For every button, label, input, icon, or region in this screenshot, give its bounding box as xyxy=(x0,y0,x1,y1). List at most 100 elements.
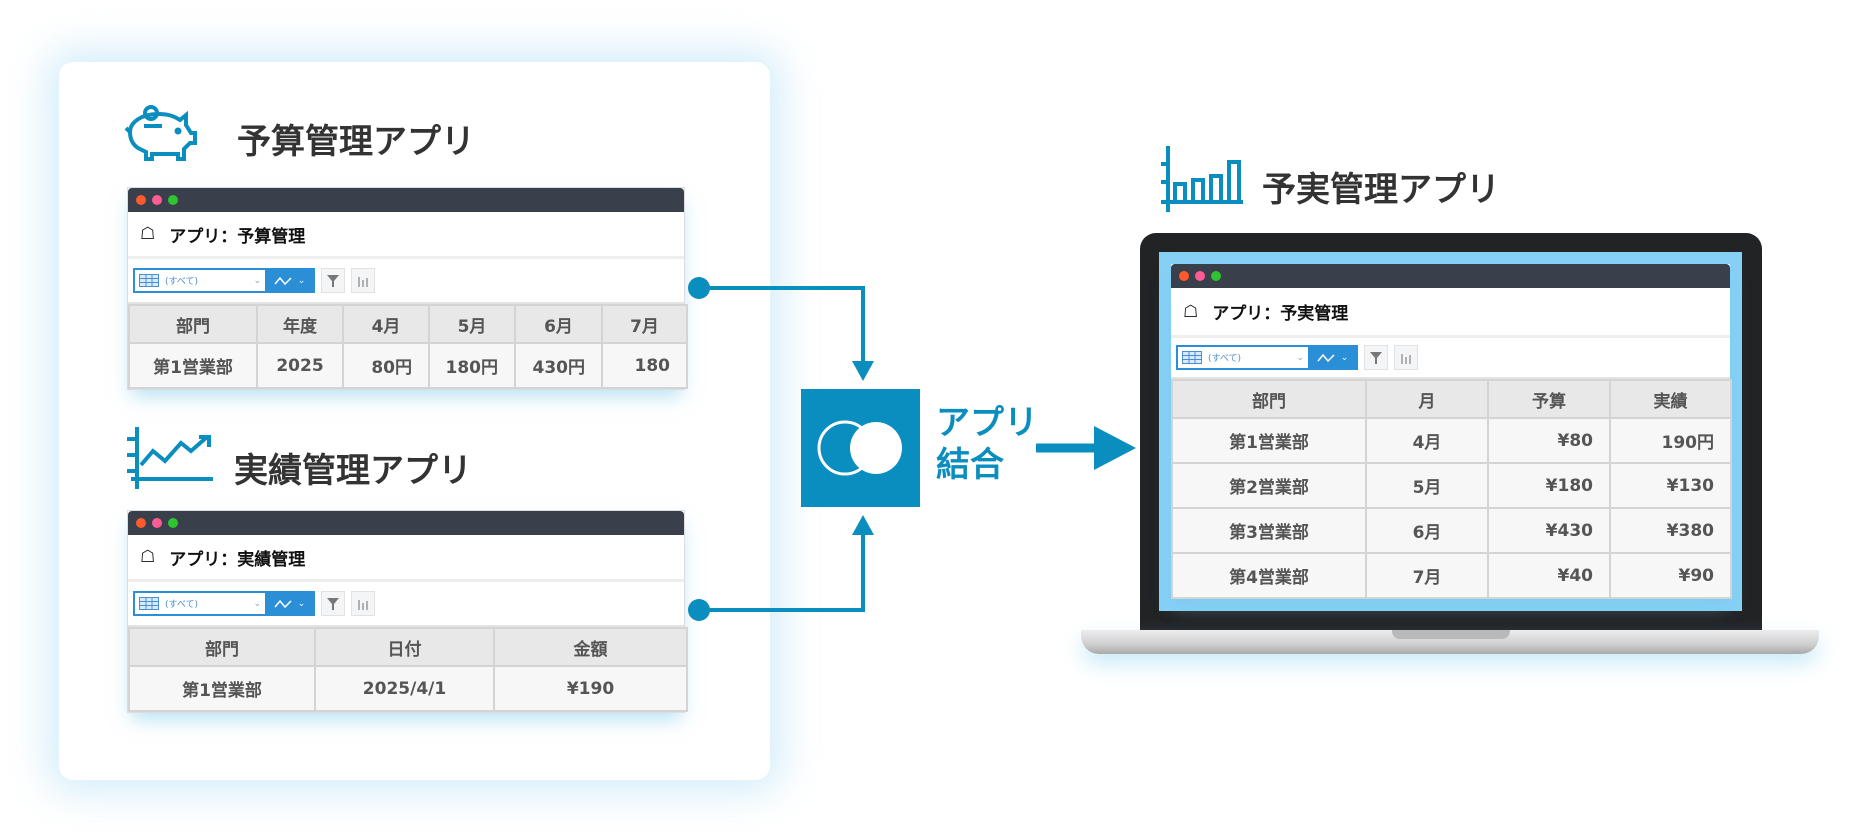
table-cell: 第1営業部 xyxy=(128,665,316,712)
table-cell: ¥40 xyxy=(1487,552,1611,599)
column-header[interactable]: 4月 xyxy=(342,304,430,344)
home-icon[interactable]: ☖ xyxy=(140,547,156,567)
table-cell: ¥90 xyxy=(1609,552,1732,599)
maximize-dot[interactable] xyxy=(1211,271,1221,281)
bar-chart-small-icon xyxy=(358,599,368,610)
minimize-dot[interactable] xyxy=(152,518,162,528)
bar-chart-small-icon xyxy=(1401,353,1411,364)
laptop-notch xyxy=(1392,630,1510,639)
table-header-row: 部門日付金額 xyxy=(128,627,688,667)
window-title: アプリ：予実管理 xyxy=(1212,304,1349,324)
column-header[interactable]: 予算 xyxy=(1487,379,1611,419)
chart-button[interactable] xyxy=(351,268,375,293)
column-header[interactable]: 部門 xyxy=(1171,379,1367,419)
window-titlebar xyxy=(1171,264,1730,288)
table-cell: 2025 xyxy=(256,342,344,389)
table-cell: 430円 xyxy=(514,342,603,389)
filter-button[interactable] xyxy=(1364,345,1388,370)
column-header[interactable]: 日付 xyxy=(314,627,495,667)
window-titlebar xyxy=(128,511,684,535)
table-cell: 7月 xyxy=(1365,552,1489,599)
view-select[interactable]: (すべて)⌄⌄ xyxy=(1176,345,1358,370)
down-arrowhead xyxy=(852,361,874,381)
result-arrowhead xyxy=(1094,426,1136,470)
graph-button[interactable]: ⌄ xyxy=(265,270,313,291)
column-header[interactable]: 部門 xyxy=(128,627,316,667)
minimize-dot[interactable] xyxy=(1195,271,1205,281)
view-select-value: (すべて) xyxy=(1208,354,1242,364)
line-graph-icon xyxy=(274,276,292,285)
table-cell: 180 xyxy=(601,342,688,389)
window-title: アプリ：予算管理 xyxy=(169,226,306,247)
merge-label-line1: アプリ xyxy=(936,403,1038,443)
window-titlebar xyxy=(128,188,684,212)
home-icon[interactable]: ☖ xyxy=(140,224,156,244)
table-cell: ¥190 xyxy=(493,665,688,712)
column-header[interactable]: 6月 xyxy=(514,304,603,344)
graph-button[interactable]: ⌄ xyxy=(1308,347,1356,368)
view-select-value: (すべて) xyxy=(165,277,199,287)
filter-icon xyxy=(327,597,339,610)
chart-button[interactable] xyxy=(351,591,375,616)
home-icon[interactable]: ☖ xyxy=(1183,301,1199,322)
table-cell: 第3営業部 xyxy=(1171,507,1367,554)
budget-app-title: 予算管理アプリ xyxy=(237,122,475,162)
table-cell: 80円 xyxy=(342,342,430,389)
table-cell: 第1営業部 xyxy=(128,342,258,389)
toolbar: (すべて)⌄⌄ xyxy=(128,582,684,627)
trend-line-chart-icon xyxy=(127,427,213,489)
column-header[interactable]: 部門 xyxy=(128,304,258,344)
merge-label: アプリ 結合 xyxy=(936,402,1038,486)
filter-button[interactable] xyxy=(321,268,345,293)
column-header[interactable]: 月 xyxy=(1365,379,1489,419)
chevron-down-icon: ⌄ xyxy=(297,275,306,286)
column-header[interactable]: 5月 xyxy=(428,304,516,344)
chevron-down-icon: ⌄ xyxy=(253,275,261,286)
table-cell: ¥80 xyxy=(1487,417,1611,464)
chart-button[interactable] xyxy=(1394,345,1418,370)
filter-icon xyxy=(1370,351,1382,364)
table-cell: 6月 xyxy=(1365,507,1489,554)
maximize-dot[interactable] xyxy=(168,195,178,205)
graph-button[interactable]: ⌄ xyxy=(265,593,313,614)
chevron-down-icon: ⌄ xyxy=(1340,352,1349,363)
line-graph-icon xyxy=(1317,353,1335,362)
up-arrowhead xyxy=(852,515,874,535)
toolbar: (すべて) ⌄ ⌄ xyxy=(128,259,684,304)
column-header[interactable]: 7月 xyxy=(601,304,688,344)
close-dot[interactable] xyxy=(136,518,146,528)
close-dot[interactable] xyxy=(1179,271,1189,281)
merge-circles-icon xyxy=(817,420,902,476)
actual-app-title: 実績管理アプリ xyxy=(234,451,472,491)
piggy-bank-icon xyxy=(124,105,197,161)
view-select-value: (すべて) xyxy=(165,600,199,610)
table-cell: ¥430 xyxy=(1487,507,1611,554)
column-header[interactable]: 金額 xyxy=(493,627,688,667)
filter-button[interactable] xyxy=(321,591,345,616)
merge-label-line2: 結合 xyxy=(936,445,1004,485)
merge-box xyxy=(801,389,920,507)
table-view-icon xyxy=(1182,351,1202,364)
table-view-icon xyxy=(139,597,159,610)
view-select[interactable]: (すべて)⌄⌄ xyxy=(133,591,315,616)
close-dot[interactable] xyxy=(136,195,146,205)
table-cell: ¥180 xyxy=(1487,462,1611,509)
table-view-icon xyxy=(139,274,159,287)
column-header[interactable]: 年度 xyxy=(256,304,344,344)
table-cell: 4月 xyxy=(1365,417,1489,464)
bar-chart-icon xyxy=(1161,146,1243,212)
view-select[interactable]: (すべて) ⌄ ⌄ xyxy=(133,268,315,293)
minimize-dot[interactable] xyxy=(152,195,162,205)
column-header[interactable]: 実績 xyxy=(1609,379,1732,419)
maximize-dot[interactable] xyxy=(168,518,178,528)
